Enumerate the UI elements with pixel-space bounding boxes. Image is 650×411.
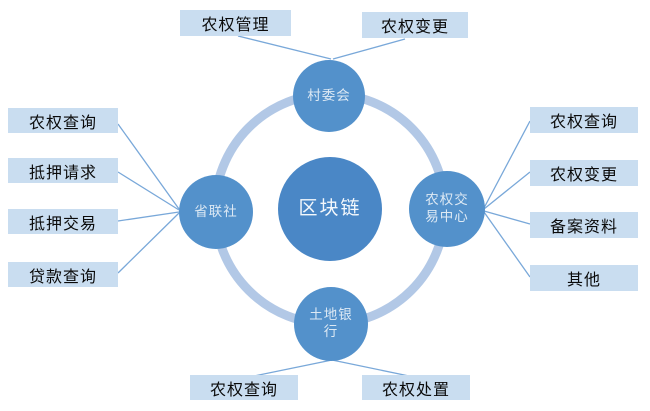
box-rights-disposal: 农权处置 xyxy=(362,375,470,400)
box-rights-change-right: 农权变更 xyxy=(530,160,638,186)
box-rights-query-bottom: 农权查询 xyxy=(190,375,298,400)
connector xyxy=(117,123,180,210)
node-rights-trading-center: 农权交易中心 xyxy=(409,171,485,247)
box-rights-query-right: 农权查询 xyxy=(530,107,638,133)
connector xyxy=(483,171,531,210)
connector xyxy=(117,211,180,222)
box-rights-change-top: 农权变更 xyxy=(362,12,468,38)
box-other: 其他 xyxy=(530,265,638,291)
node-village-committee-label: 村委会 xyxy=(307,87,351,104)
node-land-bank-label: 土地银行 xyxy=(309,307,353,340)
connector xyxy=(483,210,531,225)
connector xyxy=(237,35,332,60)
box-mortgage-transaction: 抵押交易 xyxy=(8,209,118,234)
node-blockchain-label: 区块链 xyxy=(298,197,362,220)
node-village-committee: 村委会 xyxy=(293,60,365,132)
node-provincial-credit-union-label: 省联社 xyxy=(194,203,238,220)
box-filing-materials: 备案资料 xyxy=(530,212,638,238)
connector xyxy=(332,38,406,60)
node-blockchain: 区块链 xyxy=(278,157,382,261)
connector xyxy=(117,171,180,211)
box-rights-query-left: 农权查询 xyxy=(8,108,118,133)
box-mortgage-request: 抵押请求 xyxy=(8,158,118,183)
box-loan-query: 贷款查询 xyxy=(8,262,118,287)
node-rights-trading-center-label: 农权交易中心 xyxy=(425,192,469,225)
connector xyxy=(253,359,333,377)
connector xyxy=(483,120,531,209)
connector xyxy=(117,212,180,274)
connector xyxy=(483,211,531,278)
node-provincial-credit-union: 省联社 xyxy=(179,175,253,249)
box-rights-management: 农权管理 xyxy=(180,10,291,36)
node-land-bank: 土地银行 xyxy=(294,287,368,361)
connector xyxy=(331,359,410,377)
